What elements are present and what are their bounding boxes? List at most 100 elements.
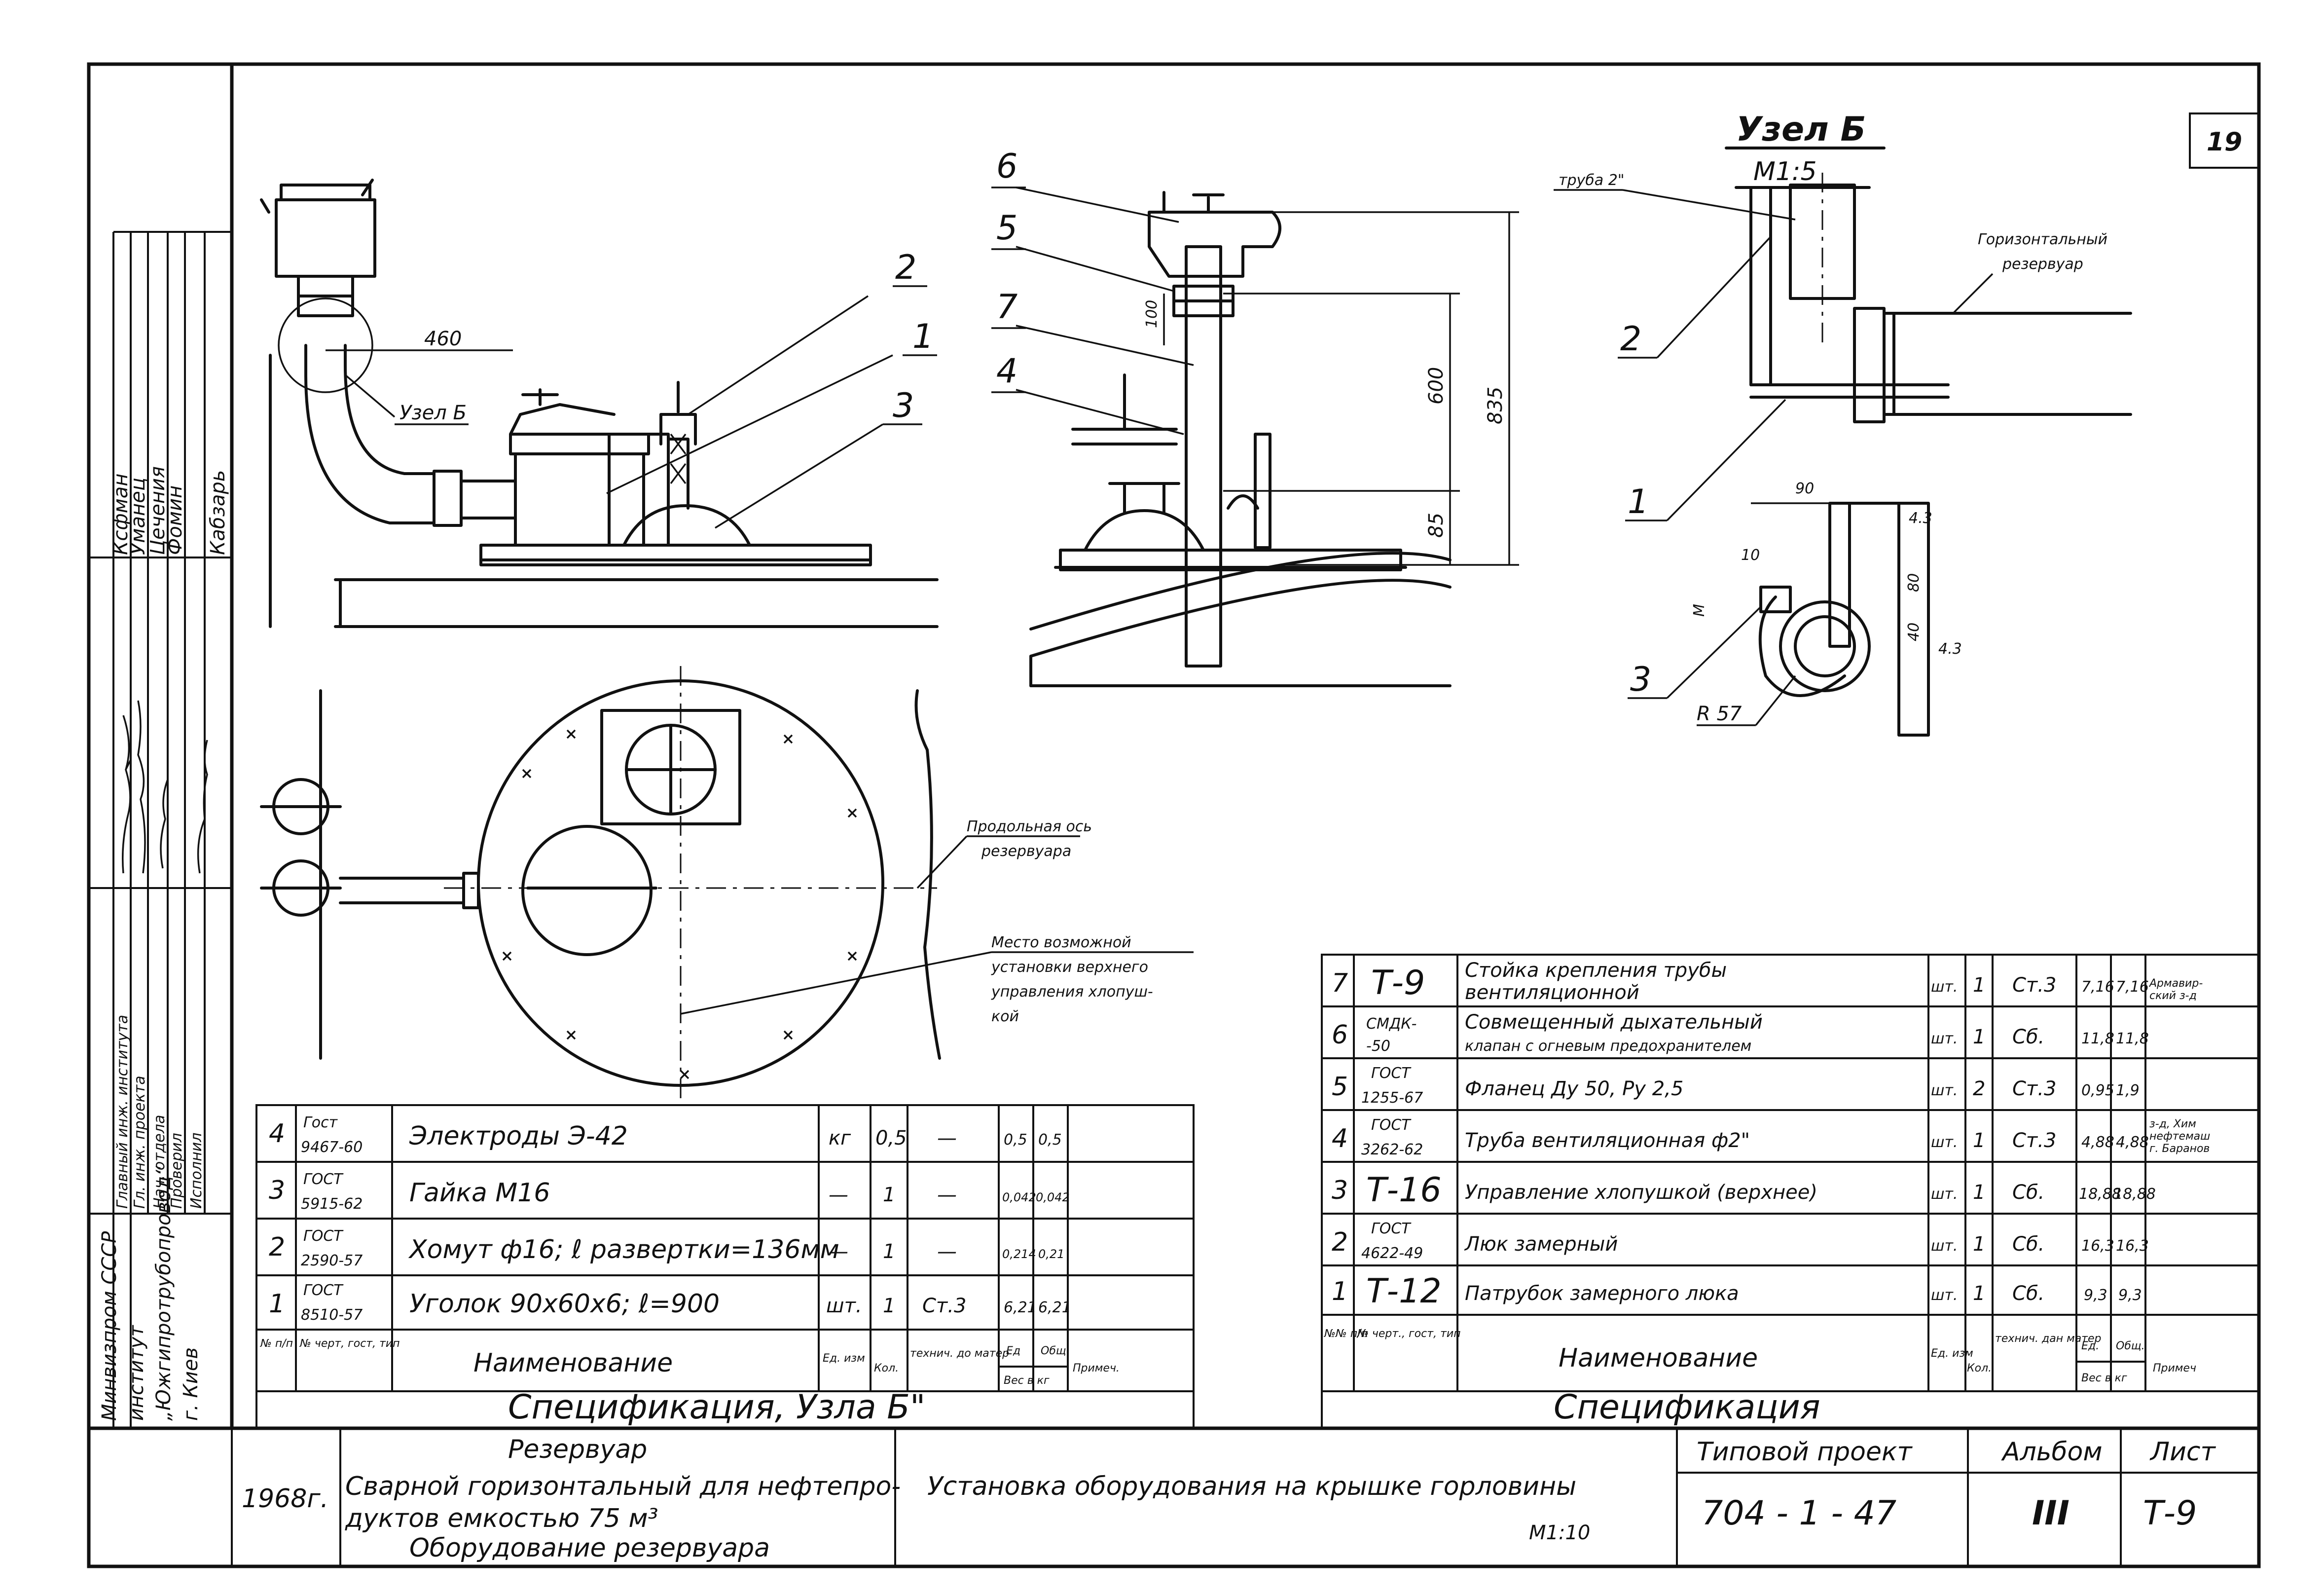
spec-h-unit: Ед. изм — [1931, 1347, 1973, 1360]
plan-axis-1: Продольная ось — [967, 818, 1092, 835]
side-callout-4: 4 — [996, 352, 1017, 391]
stamp-name-3: Цечения — [146, 466, 169, 555]
dim-85: 85 — [1425, 513, 1448, 538]
spec-b-row1-n: 4 — [269, 1119, 285, 1149]
spec-row3-w2: 18,88 — [2113, 1186, 2156, 1203]
spec-b-row1-w1: 0,5 — [1004, 1131, 1027, 1149]
spec-row6-qty: 1 — [1973, 1026, 1985, 1048]
spec-b-h-name: Наименование — [473, 1348, 673, 1378]
title-object-2: Сварной горизонтальный для нефтепро- — [345, 1472, 901, 1501]
spec-b-row1-mat: — — [937, 1127, 957, 1150]
spec-b-row3-doc2: 2590-57 — [301, 1252, 363, 1269]
spec-row3-n: 3 — [1332, 1176, 1348, 1205]
spec-row3-doc: Т-16 — [1366, 1171, 1442, 1210]
spec-row2-qty: 1 — [1973, 1233, 1985, 1256]
spec-row2-w2: 16,3 — [2116, 1237, 2149, 1255]
spec-row6-unit: шт. — [1931, 1030, 1958, 1047]
spec-row1-name: Патрубок замерного люка — [1465, 1282, 1739, 1305]
node-b-horizontal-1: Горизонтальный — [1978, 231, 2107, 248]
spec-b-row1-qty: 0,5 — [875, 1127, 907, 1150]
spec-row7-name1: Стойка крепления трубы — [1465, 959, 1727, 982]
front-callout-1: 1 — [912, 317, 934, 356]
stamp-name-1: Ксфман — [109, 474, 132, 555]
spec-row7-unit: шт. — [1931, 978, 1958, 996]
spec-b-row4-doc1: ГОСТ — [303, 1282, 344, 1299]
spec-row2-doc2: 4622-49 — [1361, 1245, 1423, 1262]
spec-b-h-unit: Ед. изм — [823, 1352, 865, 1365]
spec-row7-doc: Т-9 — [1371, 964, 1425, 1002]
spec-row4-doc2: 3262-62 — [1361, 1141, 1423, 1158]
spec-h-name: Наименование — [1559, 1343, 1758, 1373]
spec-b-caption: Спецификация, Узла Б" — [508, 1388, 925, 1427]
spec-b-row2-qty: 1 — [883, 1184, 895, 1206]
node-b-title: Узел Б — [1736, 110, 1866, 149]
spec-row4-qty: 1 — [1973, 1129, 1985, 1152]
stamp-org-1: Минвизпром СССР — [98, 1231, 121, 1421]
spec-b-h-qty: Кол. — [874, 1362, 899, 1374]
spec-b-row2-n: 3 — [269, 1176, 285, 1205]
node-b-horizontal-2: резервуар — [2002, 256, 2083, 273]
spec-b-row3-w2: 0,21 — [1038, 1247, 1064, 1261]
stamp-name-2: Уманец — [127, 478, 149, 555]
spec-row6-n: 6 — [1332, 1020, 1348, 1050]
signature-3 — [160, 779, 169, 869]
plan-place-3: управления хлопуш- — [991, 983, 1153, 1001]
stamp-org-3: „Южгипротрубопровод“ — [152, 1166, 175, 1421]
stamp-role-1: Главный инж. института — [114, 1015, 131, 1209]
spec-row4-w2: 4,88 — [2116, 1134, 2149, 1151]
signature-1 — [122, 715, 132, 874]
spec-row4-unit: шт. — [1931, 1134, 1958, 1151]
spec-b-row3-unit: — — [829, 1240, 848, 1263]
spec-h-num: №№ п/п — [1324, 1328, 1368, 1340]
spec-b-h-note: Примеч. — [1073, 1362, 1120, 1374]
stamp-org-2: институт — [125, 1325, 148, 1421]
stamp-name-5: Кабзарь — [207, 470, 229, 555]
spec-row7-w1: 7,16 — [2081, 978, 2114, 996]
spec-h-w2: Общ. — [2116, 1340, 2145, 1352]
spec-row2-name: Люк замерный — [1464, 1233, 1618, 1256]
spec-row5-doc2: 1255-67 — [1361, 1089, 1423, 1107]
title-sheet: Т-9 — [2143, 1494, 2197, 1533]
outer-frame — [87, 62, 2261, 1568]
spec-b-row1-doc2: 9467-60 — [301, 1139, 363, 1156]
spec-row5-n: 5 — [1332, 1072, 1348, 1102]
spec-row6-name2: клапан с огневым предохранителем — [1465, 1038, 1751, 1055]
spec-row4-w1: 4,88 — [2081, 1134, 2114, 1151]
spec-b-row4-mat: Ст.3 — [922, 1295, 966, 1317]
spec-row6-w2: 11,8 — [2116, 1030, 2149, 1047]
node-b-circle — [278, 297, 373, 393]
spec-b-row2-w2: 0,042 — [1036, 1190, 1070, 1204]
node-b-callout-1: 1 — [1628, 483, 1649, 521]
spec-row7-note2: ский з-д — [2149, 990, 2197, 1002]
node-b: Узел Б М1:5 труба 2" Горизонтальный резе… — [1554, 110, 2132, 737]
title-project: 704 - 1 - 47 — [1702, 1494, 1896, 1533]
spec-b-row1-name: Электроды Э-42 — [409, 1121, 628, 1151]
left-stamp: Ксфман Уманец Цечения Фомин Кабзарь Глав… — [98, 466, 229, 1421]
node-b-dim-80: 80 — [1905, 573, 1923, 592]
spec-row5-w2: 1,9 — [2116, 1082, 2140, 1099]
spec-h-qty: Кол. — [1967, 1362, 1992, 1374]
spec-b-row2-doc1: ГОСТ — [303, 1171, 344, 1188]
dim-460: 460 — [424, 328, 462, 350]
front-view: 460 Узел Б 2 1 3 — [260, 179, 939, 628]
spec-row6-doc2: -50 — [1366, 1038, 1390, 1055]
spec-row4-n: 4 — [1332, 1124, 1348, 1153]
spec-row5-unit: шт. — [1931, 1082, 1958, 1099]
dim-600: 600 — [1425, 367, 1448, 405]
spec-b-row2-unit: — — [829, 1184, 848, 1206]
spec-b-row1-unit: кг — [829, 1127, 851, 1150]
title-project-label: Типовой проект — [1697, 1437, 1913, 1467]
front-callout-2: 2 — [895, 248, 916, 287]
spec-row2-unit: шт. — [1931, 1237, 1958, 1255]
spec-b-row2-doc2: 5915-62 — [301, 1195, 363, 1213]
spec-row3-mat: Сб. — [2012, 1181, 2044, 1204]
spec-row6-w1: 11,8 — [2081, 1030, 2114, 1047]
spec-row7-mat: Ст.3 — [2012, 974, 2056, 997]
node-b-dim-43b: 4.3 — [1938, 640, 1962, 658]
spec-b-row4-w1: 6,21 — [1004, 1299, 1037, 1316]
title-album: III — [2032, 1494, 2070, 1533]
spec-row4-doc1: ГОСТ — [1371, 1116, 1412, 1134]
spec-b-row1-doc1: Гост — [303, 1114, 338, 1131]
spec-h-note: Примеч — [2153, 1362, 2196, 1374]
